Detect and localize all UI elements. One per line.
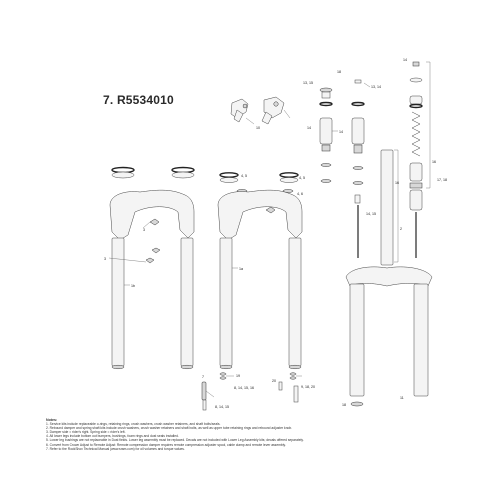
callout-19: 19 <box>236 374 240 378</box>
lower-leg-assembly-right <box>217 189 303 370</box>
damper-shaft-assemblies <box>319 79 371 258</box>
crown-steerer-upper-tubes <box>345 61 433 407</box>
callout-20: 20 <box>272 379 276 383</box>
callout-10: 10 <box>256 126 260 130</box>
callout-16-small: 16 <box>395 181 399 185</box>
notes-title: Notes: <box>46 418 58 422</box>
remote-lever-assembly <box>230 96 291 125</box>
callout-17-18: 17, 18 <box>437 178 447 182</box>
note-line: 6. Convert from Crown Adjust to Remote A… <box>46 442 286 447</box>
callout-9-18-20: 9, 18, 20 <box>301 385 315 389</box>
callout-13-15: 13, 15 <box>303 81 313 85</box>
callout-1a: 1a <box>239 267 243 271</box>
callout-2: 2 <box>400 227 402 231</box>
callout-1b: 1b <box>131 284 135 288</box>
callout-4-5-a: 4, 5 <box>241 174 247 178</box>
callout-8-14-15: 8, 14, 15 <box>215 405 229 409</box>
lower-leg-assembly-left <box>108 189 195 370</box>
notes-block: Notes: 1. Service kits include replaceab… <box>46 418 466 451</box>
note-line: 5. Lower leg bushings are not replaceabl… <box>46 438 304 443</box>
callout-14-b: 14 <box>339 130 343 134</box>
callout-4-5-b: 4, 5 <box>299 176 305 180</box>
callout-8-14-15-16: 8, 14, 15, 16 <box>234 386 254 390</box>
callout-18-bottom: 18 <box>342 403 346 407</box>
bottom-hardware <box>201 372 302 411</box>
callout-3-b: 3 <box>104 257 106 261</box>
callout-18: 18 <box>337 70 341 74</box>
note-line: 3. Damper side = rider's right. Spring s… <box>46 430 126 435</box>
callout-11: 11 <box>400 396 404 400</box>
note-line: 1. Service kits include replaceable o-ri… <box>46 422 221 427</box>
callout-3-a: 3 <box>143 228 145 232</box>
callout-14-a: 14 <box>307 126 311 130</box>
callout-7: 7 <box>202 375 204 379</box>
note-line: 7. Refer to the RockShox Technical Manua… <box>46 446 185 451</box>
callout-4-6: 4, 6 <box>297 192 303 196</box>
callout-16: 16 <box>432 160 436 164</box>
callout-13-14: 13, 14 <box>371 85 381 89</box>
top-seal-row <box>111 166 299 193</box>
callout-labels: 10 13, 15 18 13, 14 14 14 14 16 17, 18 1… <box>104 58 447 409</box>
callout-14-15: 14, 15 <box>366 212 376 216</box>
note-line: 4. All lower legs include bottom out bum… <box>46 434 179 439</box>
diagram-heading: 7. R5534010 <box>103 93 174 107</box>
callout-14-top: 14 <box>403 58 407 62</box>
note-line: 2. Rebound damper and spring shaft kits … <box>46 426 293 431</box>
